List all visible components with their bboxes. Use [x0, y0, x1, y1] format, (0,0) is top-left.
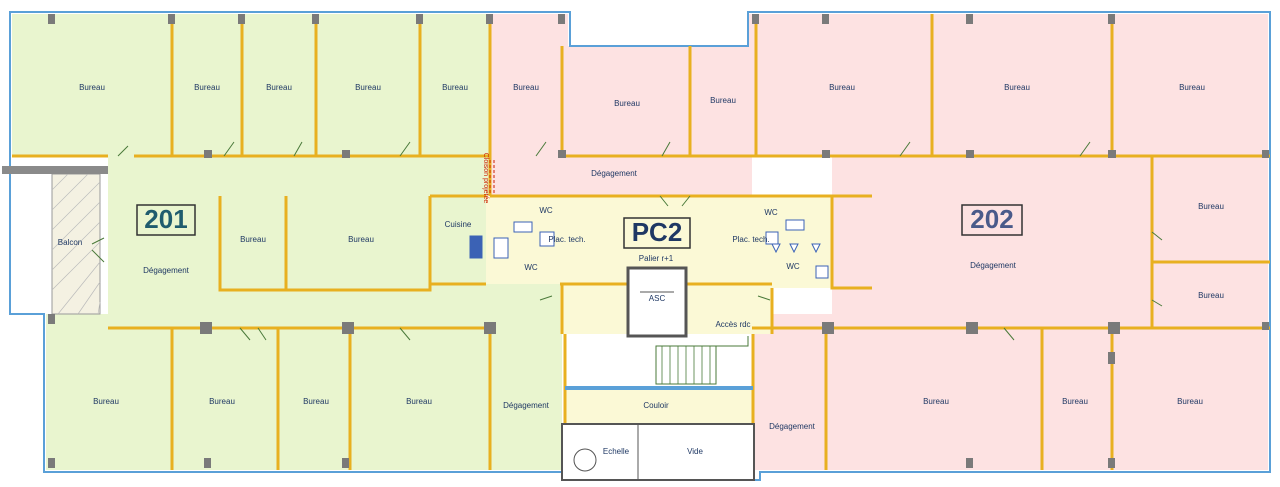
room-bureau: Bureau [1177, 397, 1203, 406]
room-wc: WC [764, 208, 778, 217]
room-bureau: Bureau [923, 397, 949, 406]
unit-label-pc2: PC2 [623, 217, 691, 249]
room-echelle: Echelle [603, 447, 630, 456]
room-bureau: Bureau [513, 83, 539, 92]
room-degagement: Dégagement [769, 422, 816, 431]
room-bureau: Bureau [348, 235, 374, 244]
zone-202 [490, 14, 1268, 470]
pillars [48, 14, 1269, 468]
room-bureau: Bureau [614, 99, 640, 108]
room-degagement: Dégagement [970, 261, 1017, 270]
room-wc: WC [539, 206, 553, 215]
door-swings [91, 141, 1163, 341]
room-bureau: Bureau [406, 397, 432, 406]
exterior-outline [9, 11, 1271, 481]
interior-walls [12, 14, 1270, 470]
room-bureau: Bureau [209, 397, 235, 406]
room-degagement: Dégagement [503, 401, 550, 410]
room-bureau: Bureau [79, 83, 105, 92]
room-palier: Palier r+1 [639, 254, 674, 263]
room-bureau: Bureau [355, 83, 381, 92]
room-asc: ASC [649, 294, 666, 303]
room-wc: WC [786, 262, 800, 271]
room-cuisine: Cuisine [445, 220, 472, 229]
room-bureau: Bureau [194, 83, 220, 92]
room-acces-rdc: Accès rdc [715, 320, 750, 329]
room-bureau: Bureau [1198, 291, 1224, 300]
wc-fixtures [469, 219, 829, 279]
room-bureau: Bureau [303, 397, 329, 406]
room-vide: Vide [687, 447, 703, 456]
unit-label-201: 201 [136, 204, 196, 236]
unit-label-pc2-text: PC2 [632, 217, 683, 247]
room-bureau: Bureau [710, 96, 736, 105]
unit-label-201-text: 201 [144, 204, 187, 234]
balcony-slab [2, 166, 108, 174]
room-plac-tech: Plac. tech. [732, 235, 769, 244]
room-balcon: Balcon [58, 238, 82, 247]
unit-label-202: 202 [961, 204, 1023, 236]
projected-partition [489, 160, 495, 194]
room-bureau: Bureau [1004, 83, 1030, 92]
stair [655, 336, 749, 385]
room-bureau: Bureau [1062, 397, 1088, 406]
room-bureau: Bureau [93, 397, 119, 406]
unit-label-202-text: 202 [970, 204, 1013, 234]
room-bureau: Bureau [829, 83, 855, 92]
ladder-void [561, 423, 755, 481]
room-plac-tech: Plac. tech. [548, 235, 585, 244]
room-degagement: Dégagement [143, 266, 190, 275]
room-bureau: Bureau [266, 83, 292, 92]
room-couloir: Couloir [643, 401, 669, 410]
glass-wall [565, 386, 753, 390]
room-bureau: Bureau [1179, 83, 1205, 92]
room-bureau: Bureau [442, 83, 468, 92]
room-wc: WC [524, 263, 538, 272]
room-bureau: Bureau [1198, 202, 1224, 211]
room-degagement: Dégagement [591, 169, 638, 178]
note-cloison-projetee: Cloison projetée [482, 153, 489, 204]
room-bureau: Bureau [240, 235, 266, 244]
elevator-shaft [626, 266, 688, 338]
